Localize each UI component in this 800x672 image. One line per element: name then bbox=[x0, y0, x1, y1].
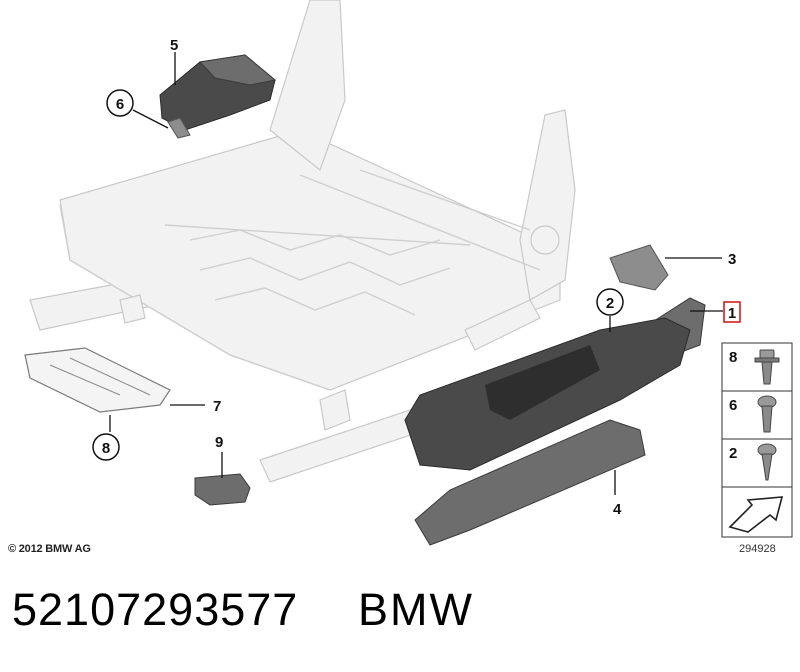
callout-7: 7 bbox=[213, 398, 221, 415]
callout-6: 6 bbox=[116, 96, 124, 113]
callout-8-ring bbox=[92, 433, 120, 461]
leader-lines bbox=[109, 52, 723, 495]
brand-name: BMW bbox=[358, 584, 474, 635]
callout-1: 1 bbox=[728, 305, 736, 322]
copyright-text: © 2012 BMW AG bbox=[8, 543, 91, 555]
part-6-clip bbox=[167, 117, 191, 139]
callout-9: 9 bbox=[215, 434, 223, 451]
flange-screw-icon bbox=[754, 349, 780, 385]
part-2-side-trim bbox=[404, 317, 691, 471]
callout-5: 5 bbox=[170, 37, 178, 54]
legend-number-2: 2 bbox=[729, 445, 737, 462]
caption: 52107293577 BMW bbox=[0, 584, 800, 644]
callout-1-box bbox=[723, 301, 741, 323]
parts-diagram: 5 6 3 2 1 7 8 9 4 8 6 2 bbox=[24, 0, 793, 546]
torx-screw-icon bbox=[757, 395, 777, 433]
callout-3: 3 bbox=[728, 251, 736, 268]
part-5-cover bbox=[159, 54, 277, 131]
sheet-metal-screw-icon bbox=[757, 443, 777, 481]
part-number: 52107293577 bbox=[12, 584, 299, 635]
callout-8: 8 bbox=[102, 440, 110, 457]
part-3-cap bbox=[609, 244, 669, 291]
fastener-legend: 8 6 2 bbox=[721, 342, 793, 538]
part-7-bracket bbox=[24, 347, 171, 413]
arrow-icon bbox=[728, 496, 784, 533]
diagram-id: 294928 bbox=[739, 543, 776, 555]
callout-2: 2 bbox=[606, 295, 614, 312]
legend-number-6: 6 bbox=[729, 397, 737, 414]
callout-6-ring bbox=[106, 89, 134, 117]
part-4-lower-strip bbox=[414, 419, 646, 546]
callout-4: 4 bbox=[613, 501, 622, 518]
legend-number-8: 8 bbox=[729, 349, 737, 366]
callout-2-ring bbox=[596, 288, 624, 316]
part-9-clip bbox=[194, 473, 251, 506]
